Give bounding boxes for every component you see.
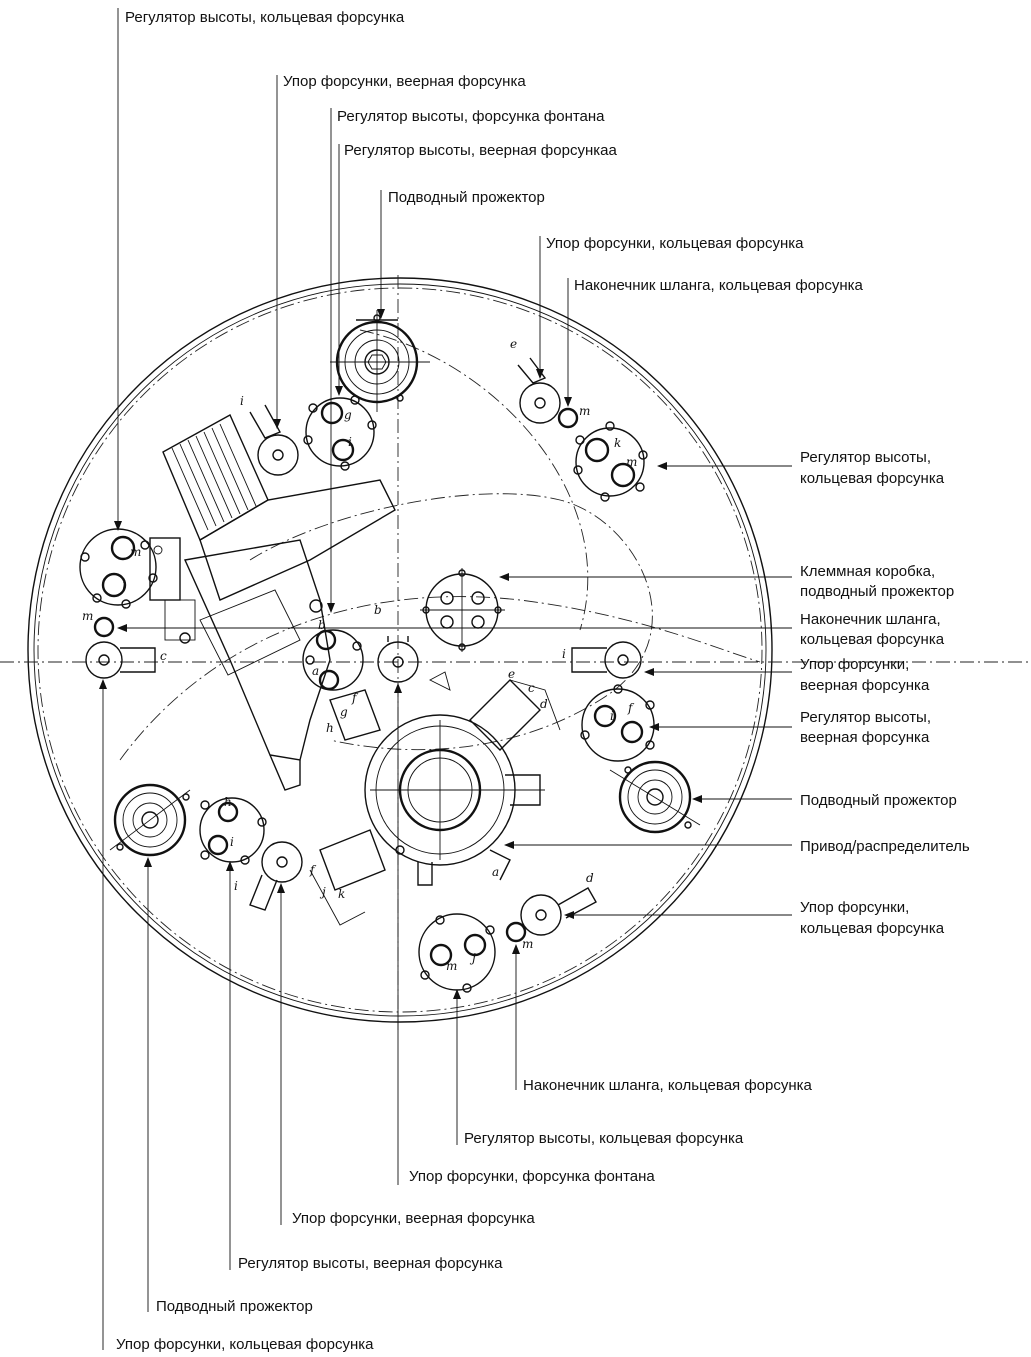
label-top-6: Упор форсунки, кольцевая форсунка	[546, 235, 804, 252]
svg-text:m: m	[82, 609, 93, 623]
svg-text:m: m	[446, 959, 457, 973]
svg-text:m: m	[522, 937, 533, 951]
svg-text:g: g	[344, 408, 352, 422]
junction-box	[420, 568, 505, 652]
height-regulator-bottom	[418, 913, 496, 993]
drive-distributor	[309, 671, 561, 926]
svg-text:a: a	[312, 664, 319, 678]
svg-text:f: f	[351, 691, 359, 705]
label-top-1: Регулятор высоты, кольцевая форсунка	[125, 9, 405, 26]
label-bottom-4: Упор форсунки, веерная форсунка	[292, 1210, 535, 1227]
motor-housing	[149, 414, 396, 791]
svg-text:e: e	[510, 337, 517, 351]
svg-text:d: d	[540, 697, 548, 711]
part-letters: e m k m i g i m l m c b b a f g h e c d …	[82, 337, 637, 973]
label-right-5-line2: веерная форсунка	[800, 729, 930, 746]
label-right-6: Подводный прожектор	[800, 792, 957, 809]
svg-text:i: i	[230, 835, 234, 849]
label-top-4: Регулятор высоты, веерная форсункаа	[344, 142, 617, 159]
label-right-2-line1: Клеммная коробка,	[800, 563, 935, 580]
nozzle-stop-right	[571, 641, 642, 679]
height-regulator-bottom-left	[199, 797, 267, 865]
height-regulator-right	[580, 684, 655, 762]
label-bottom-5: Регулятор высоты, веерная форсунка	[238, 1255, 503, 1272]
svg-text:e: e	[508, 667, 515, 681]
leader-lines	[99, 8, 792, 1350]
label-top-2: Упор форсунки, веерная форсунка	[283, 73, 526, 90]
svg-text:i: i	[234, 879, 238, 893]
nozzle-stop-center	[377, 636, 419, 683]
svg-text:m: m	[130, 545, 141, 559]
svg-text:d: d	[586, 871, 594, 885]
label-bottom-3: Упор форсунки, форсунка фонтана	[409, 1168, 655, 1185]
label-top-3: Регулятор высоты, форсунка фонтана	[337, 108, 605, 125]
svg-text:h: h	[326, 721, 334, 735]
underwater-light-left	[109, 783, 191, 857]
nozzle-stop-bottom-right	[520, 887, 597, 936]
label-bottom-1: Наконечник шланга, кольцевая форсунка	[523, 1077, 813, 1094]
height-regulator-top-right	[573, 421, 648, 502]
label-bottom-6: Подводный прожектор	[156, 1298, 313, 1315]
label-bottom-7: Упор форсунки, кольцевая форсунка	[116, 1336, 374, 1353]
svg-text:m: m	[579, 404, 590, 418]
svg-text:j: j	[469, 951, 476, 965]
svg-text:h: h	[224, 795, 232, 809]
height-regulator-top-center	[303, 395, 377, 471]
label-right-7: Привод/распределитель	[800, 838, 970, 855]
underwater-light-top	[330, 310, 430, 412]
label-right-3-line1: Наконечник шланга,	[800, 611, 941, 628]
label-right-2-line2: подводный прожектор	[800, 583, 954, 600]
svg-text:c: c	[528, 681, 535, 695]
svg-text:i: i	[610, 709, 614, 723]
svg-text:f: f	[627, 701, 635, 715]
label-right-3-line2: кольцевая форсунка	[800, 631, 945, 648]
label-right-4-line1: Упор форсунки,	[800, 656, 909, 673]
label-top-7: Наконечник шланга, кольцевая форсунка	[574, 277, 864, 294]
svg-text:f: f	[309, 863, 317, 877]
label-top-5: Подводный прожектор	[388, 189, 545, 206]
height-regulator-center-left	[302, 629, 364, 691]
svg-text:l: l	[122, 580, 126, 594]
label-bottom-2: Регулятор высоты, кольцевая форсунка	[464, 1130, 744, 1147]
label-right-1-line2: кольцевая форсунка	[800, 470, 945, 487]
underwater-light-right	[609, 760, 701, 834]
label-right-5-line1: Регулятор высоты,	[800, 709, 931, 726]
svg-text:c: c	[160, 649, 167, 663]
svg-text:m: m	[626, 455, 637, 469]
label-right-8-line1: Упор форсунки,	[800, 899, 909, 916]
svg-text:g: g	[340, 705, 348, 719]
svg-text:b: b	[374, 603, 382, 617]
label-right-1-line1: Регулятор высоты,	[800, 449, 931, 466]
nozzle-stop-top-left	[249, 404, 299, 476]
svg-text:b: b	[318, 618, 326, 632]
svg-text:i: i	[348, 435, 352, 449]
callout-labels: Регулятор высоты, кольцевая форсунка Упо…	[116, 9, 970, 1353]
hose-tips	[93, 407, 579, 943]
label-right-8-line2: кольцевая форсунка	[800, 920, 945, 937]
svg-text:i: i	[240, 394, 244, 408]
height-regulator-left	[79, 528, 158, 609]
svg-text:k: k	[338, 887, 345, 901]
nozzle-stop-top-right	[517, 357, 561, 424]
svg-text:i: i	[562, 647, 566, 661]
nozzle-stop-left	[85, 641, 156, 679]
nozzle-stop-bottom-left	[249, 841, 303, 911]
label-right-4-line2: веерная форсунка	[800, 677, 930, 694]
svg-text:k: k	[614, 436, 621, 450]
svg-text:a: a	[492, 865, 499, 879]
svg-text:j: j	[319, 885, 326, 899]
